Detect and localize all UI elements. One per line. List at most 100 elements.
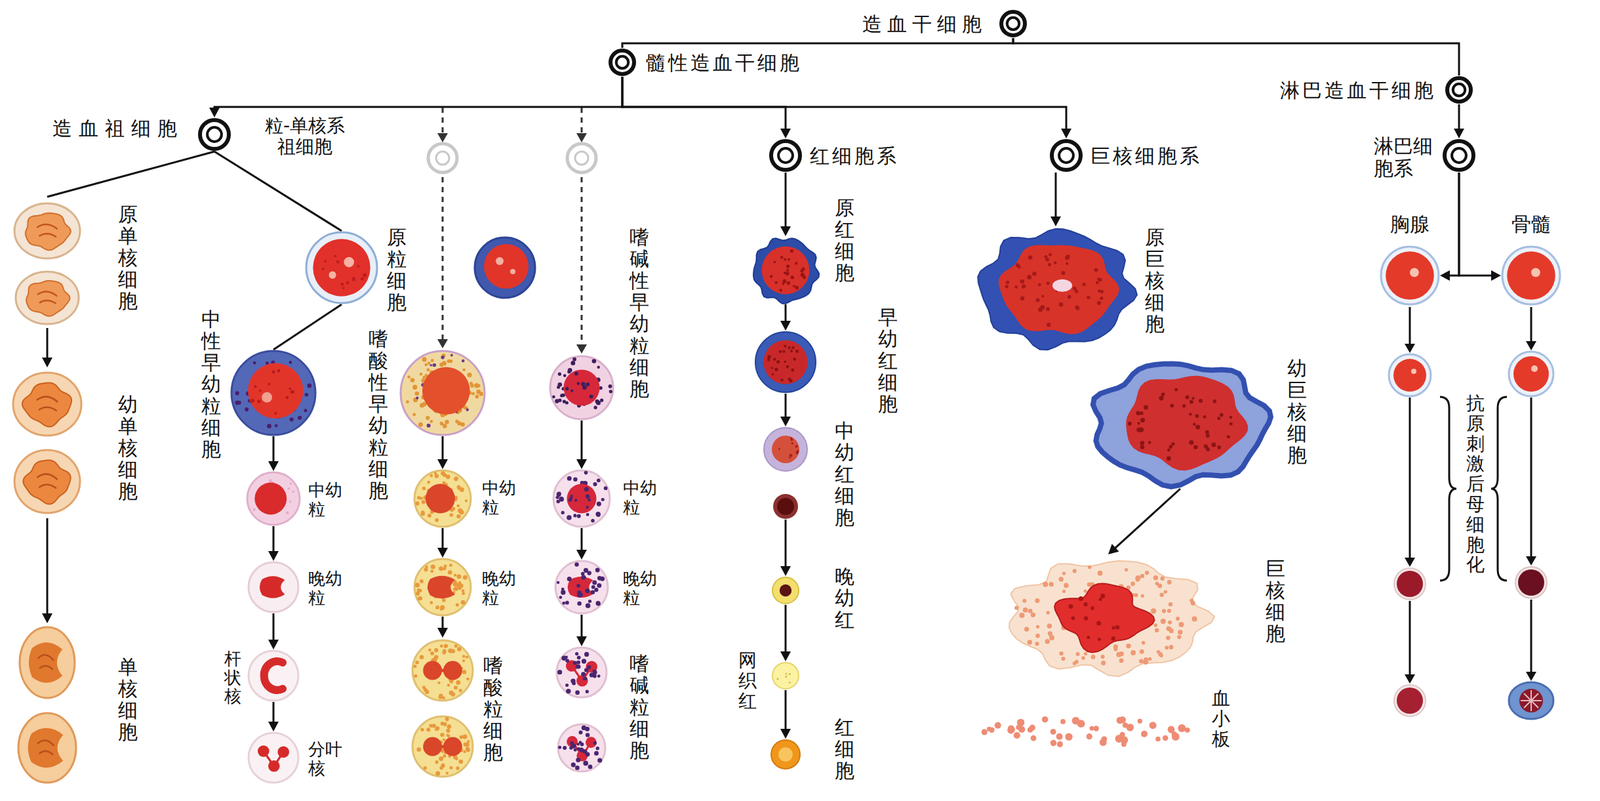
arrowhead (437, 547, 448, 558)
cell-drawing (247, 560, 300, 614)
cell-node: 胸腺 (1379, 245, 1440, 306)
cell-node: 晚幼红 (771, 575, 800, 605)
cell-node: 晚幼 粒 (247, 560, 300, 614)
cell-label: 中幼 粒 (308, 480, 343, 519)
connector (576, 527, 587, 560)
arrowhead (437, 627, 448, 638)
arrowhead (576, 459, 587, 469)
arrowhead (437, 133, 587, 354)
cell-node: 原红细胞 (751, 236, 820, 305)
connector (209, 76, 623, 118)
connector (1050, 172, 1061, 227)
connector-line (272, 701, 275, 725)
connector-line (272, 525, 275, 555)
cell-drawing (1500, 245, 1562, 306)
connector-line (1112, 488, 1181, 550)
cell-node: 红细胞 (769, 738, 802, 770)
cell-label: 中幼 粒 (622, 478, 658, 517)
connector-line (214, 76, 623, 111)
connector (780, 304, 791, 331)
cell-drawing (970, 711, 1200, 751)
eosinophil-blast-cell (474, 237, 536, 298)
cell-label: 晚幼 粒 (481, 569, 517, 607)
cell-label: 晚幼红 (834, 565, 855, 631)
cell-label: 中幼 粒 (481, 478, 517, 517)
stem-cell-node: 造血干细胞 (998, 9, 1028, 39)
cell-label: 巨核细胞系 (1090, 144, 1202, 167)
cell-drawing (230, 349, 317, 437)
cell-label: 分叶 核 (308, 739, 343, 778)
stem-cell-node: 造血祖细胞粒-单核系 祖细胞 (197, 117, 232, 152)
cell-node: 嗜碱性早幼粒细胞 (548, 354, 615, 421)
cell-drawing (754, 330, 818, 394)
cell-label: 中性早幼粒细胞 (201, 308, 221, 460)
connector (780, 172, 791, 237)
arrowhead (1491, 270, 1501, 281)
cell-label: 原单核细胞 (118, 203, 138, 312)
connector-line (46, 518, 49, 617)
cell-drawing (607, 47, 637, 77)
connector (437, 436, 448, 469)
connector (1453, 104, 1465, 139)
cell-drawing (555, 645, 608, 774)
cell-label: 造血干细胞 (862, 13, 987, 35)
cell-label: 红细胞 (834, 716, 855, 781)
connector-line (1458, 104, 1461, 132)
connector (1013, 38, 1460, 76)
connector (268, 701, 279, 732)
arrowhead (268, 721, 279, 732)
cell-node: 原单核细胞 (7, 196, 87, 328)
connector-line (580, 527, 583, 553)
cell-drawing (1049, 138, 1084, 173)
cell-node: 原巨核细胞 (973, 226, 1138, 351)
arrowhead (1404, 340, 1537, 684)
cell-drawing (1444, 75, 1474, 105)
cell-label: 晚幼 粒 (622, 569, 658, 607)
arrowhead (437, 459, 448, 469)
connector (41, 327, 53, 368)
cell-drawing (998, 9, 1028, 39)
cell-node: 中幼 粒 (552, 468, 612, 528)
connector (273, 304, 342, 350)
cell-drawing (771, 660, 800, 690)
cell-drawing (1379, 245, 1440, 306)
cell-node: 早幼红细胞 (754, 330, 818, 394)
cell-label: 晚幼 粒 (308, 569, 343, 607)
cell-drawing (245, 470, 301, 526)
cell-node: 中性早幼粒细胞 (230, 349, 317, 437)
connector-line (1013, 38, 1460, 76)
arrowhead (780, 320, 791, 331)
cell-drawing (1085, 357, 1276, 489)
connector-line (784, 689, 787, 732)
connector (576, 420, 587, 469)
connector (780, 519, 791, 576)
pale-progenitor (428, 143, 597, 173)
lymphocyte-arrow (1409, 306, 1532, 676)
cell-drawing (554, 559, 610, 615)
connector (1108, 488, 1181, 555)
connector (41, 518, 53, 623)
cell-label: 嗜碱粒细胞 (629, 652, 650, 761)
cell-node: 分叶 核 (247, 731, 300, 784)
cell-label: 网织红 (738, 650, 757, 711)
connector (622, 76, 1072, 139)
cell-drawing (1441, 138, 1477, 173)
connector (1440, 172, 1460, 281)
arrowhead (1108, 543, 1120, 555)
cell-drawing (771, 575, 800, 605)
stem-cell-node: 髓性造血干细胞 (607, 47, 637, 77)
stem-cell-node: 巨核细胞系 (1049, 138, 1084, 173)
arrowhead (1453, 128, 1465, 139)
cell-label: 原粒细胞 (386, 226, 407, 313)
arrowhead (780, 128, 791, 139)
arrowhead (780, 226, 791, 237)
cell-drawing (247, 649, 300, 702)
connector-line (622, 76, 1067, 132)
cell-drawing (14, 622, 80, 786)
connector-line (784, 172, 787, 230)
cell-label: 早幼红细胞 (878, 306, 898, 415)
cell-node: 单核细胞 (14, 622, 80, 786)
annotation-text: 抗原刺激后母细胞化 (1466, 393, 1485, 576)
cell-label: 血小板 (1211, 688, 1231, 749)
cell-node: 晚幼 粒 (554, 559, 610, 615)
